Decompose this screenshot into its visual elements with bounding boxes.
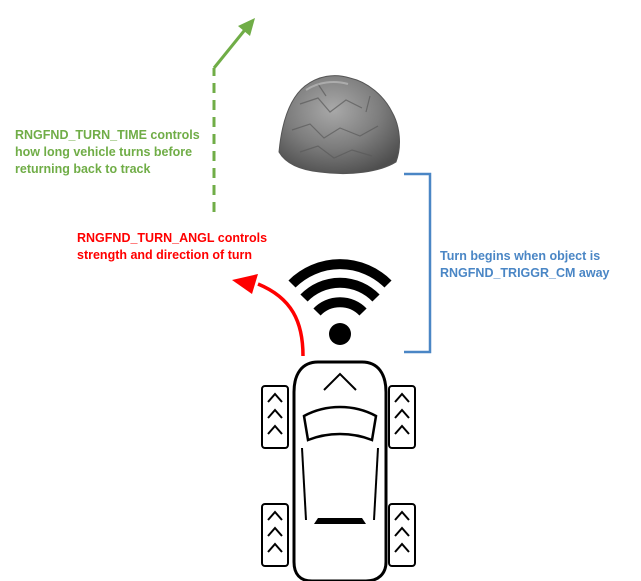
turn-time-path <box>212 18 255 212</box>
turn-angle-arrow <box>232 274 305 357</box>
turn-angle-line-1: RNGFND_TURN_ANGL controls <box>77 231 268 245</box>
turn-angle-line-2: strength and direction of turn <box>77 248 252 262</box>
turn-time-line-3: returning back to track <box>15 162 151 176</box>
trigger-line-1: Turn begins when object is <box>440 249 601 263</box>
wheel-front-right <box>388 385 416 449</box>
turn-time-annotation: RNGFND_TURN_TIME controls how long vehic… <box>15 127 200 178</box>
trigger-annotation: Turn begins when object is RNGFND_TRIGGR… <box>440 248 609 282</box>
wheel-front-left <box>261 385 289 449</box>
wheel-rear-right <box>388 503 416 567</box>
car-body <box>292 360 388 581</box>
wifi-signal-icon <box>288 259 392 345</box>
turn-time-line-1: RNGFND_TURN_TIME controls <box>15 128 200 142</box>
car-icon <box>261 360 416 581</box>
trigger-line-2: RNGFND_TRIGGR_CM away <box>440 266 610 280</box>
trigger-distance-bracket <box>404 172 432 354</box>
rock-icon <box>278 75 400 175</box>
turn-angle-annotation: RNGFND_TURN_ANGL controls strength and d… <box>77 230 267 264</box>
turn-time-line-2: how long vehicle turns before <box>15 145 193 159</box>
wheel-rear-left <box>261 503 289 567</box>
